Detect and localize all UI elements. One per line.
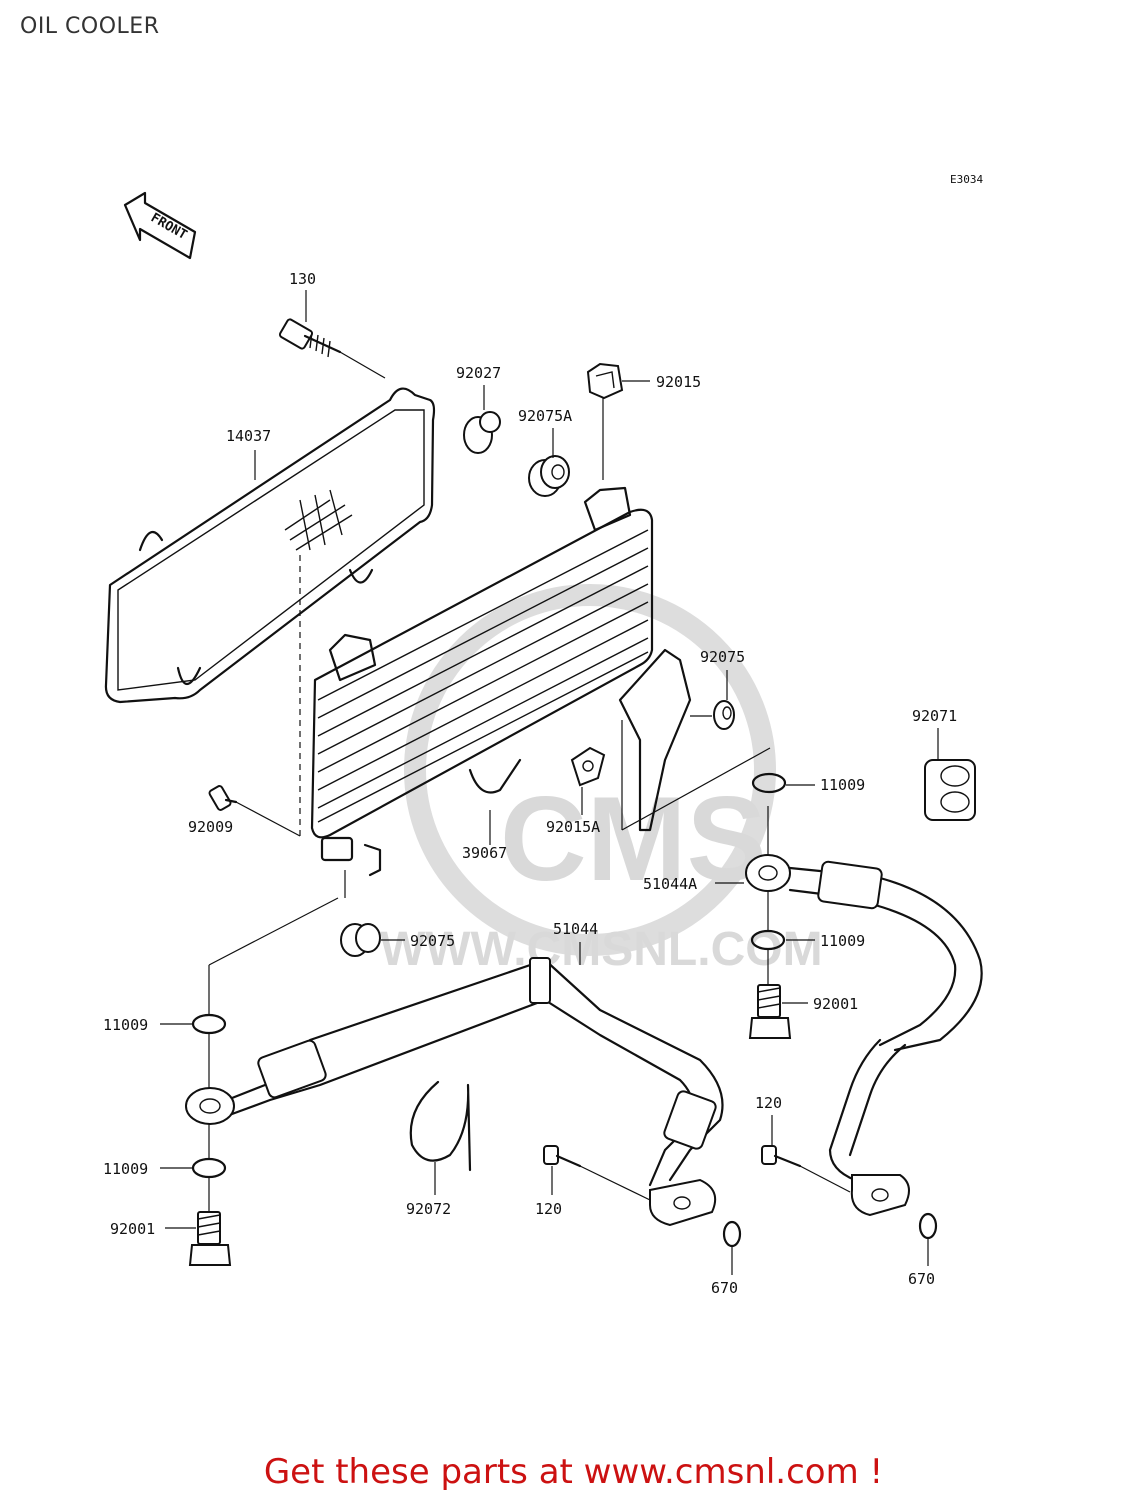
grommet-92075A (528, 455, 570, 497)
bolt-120-r (761, 1145, 802, 1168)
screen-14037 (104, 387, 436, 704)
watermark-logo: CMS (500, 772, 767, 906)
label-92075A: 92075A (518, 407, 572, 425)
grommet-92027 (463, 411, 501, 454)
label-11009-l2: 11009 (103, 1160, 148, 1178)
label-670-l: 670 (711, 1279, 738, 1297)
bolt-130 (278, 318, 342, 358)
label-120-r: 120 (755, 1094, 782, 1112)
label-92001-l: 92001 (110, 1220, 155, 1238)
label-92009: 92009 (188, 818, 233, 836)
label-11009-r1: 11009 (820, 776, 865, 794)
label-92075-top: 92075 (700, 648, 745, 666)
label-92071: 92071 (912, 707, 957, 725)
label-92072: 92072 (406, 1200, 451, 1218)
watermark-url: WWW.CMSNL.COM (380, 923, 823, 976)
label-92015: 92015 (656, 373, 701, 391)
washer-11009-l1 (191, 1013, 227, 1035)
bolt-120-l (543, 1145, 582, 1168)
clip-92015 (586, 362, 624, 400)
label-120-l: 120 (535, 1200, 562, 1218)
washer-11009-l2 (191, 1157, 227, 1179)
label-670-r: 670 (908, 1270, 935, 1288)
hose-51044A (745, 854, 983, 1217)
clamp-92072 (409, 1080, 472, 1172)
o-ring-670-r (918, 1212, 938, 1240)
promo-link[interactable]: Get these parts at www.cmsnl.com ! (263, 1452, 884, 1492)
label-92027: 92027 (456, 364, 501, 382)
rubber-92071 (924, 759, 976, 821)
leader-lines (160, 290, 939, 1275)
watermark: CMS WWW.CMSNL.COM (380, 584, 823, 976)
front-arrow-icon: FRONT (123, 191, 197, 260)
label-92001-r: 92001 (813, 995, 858, 1013)
banjo-bolt-92001-l (188, 1211, 232, 1266)
nut-92015A (570, 746, 606, 787)
oil-cooler-core (310, 486, 692, 877)
diagram-code: E3034 (950, 173, 983, 186)
label-92015A: 92015A (546, 818, 600, 836)
part-labels: 130 14037 92027 92015 92075A 92075 92071… (103, 270, 957, 1297)
page-title: OIL COOLER (20, 14, 160, 39)
label-11009-l1: 11009 (103, 1016, 148, 1034)
label-11009-r2: 11009 (820, 932, 865, 950)
collar-92075-bottom (340, 923, 381, 957)
banjo-bolt-92001-r (748, 984, 792, 1039)
bolt-92009 (208, 785, 238, 811)
label-51044: 51044 (553, 920, 598, 938)
label-130: 130 (289, 270, 316, 288)
label-39067: 39067 (462, 844, 507, 862)
label-14037: 14037 (226, 427, 271, 445)
o-ring-670-l (722, 1220, 742, 1248)
collar-92075-top (713, 700, 735, 730)
label-92075-bot: 92075 (410, 932, 455, 950)
hose-51044 (185, 957, 724, 1227)
label-51044A: 51044A (643, 875, 697, 893)
washer-11009-r1 (751, 772, 787, 794)
